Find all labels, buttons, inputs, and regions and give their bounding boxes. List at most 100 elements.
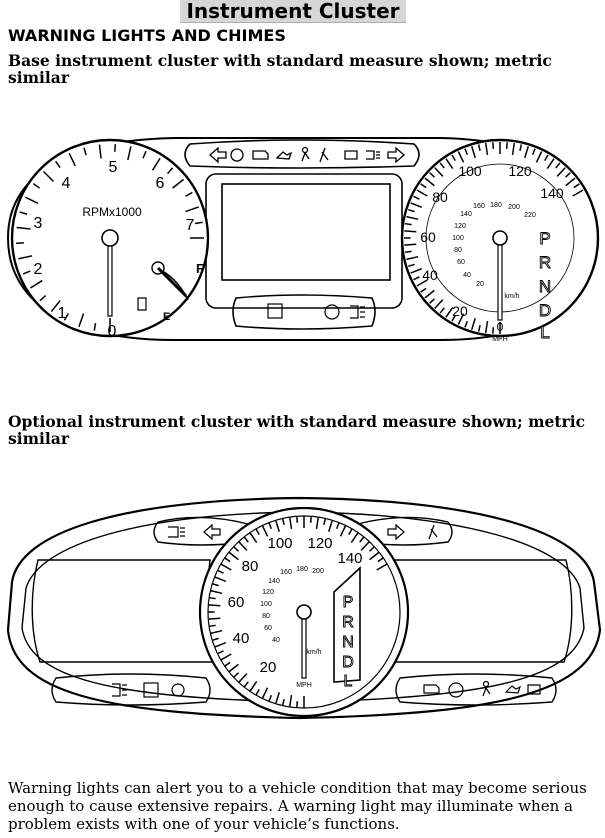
gauge-tick [233,546,239,552]
gauge-tick [212,637,219,642]
gauge-tick [185,191,193,197]
speedometer: 20 40 60 80 100 120 140 20 40 60 80 100 … [400,138,600,343]
gauge-tick [404,243,417,246]
kmh-180: 180 [296,566,308,573]
gauge-tick [208,617,221,620]
bottom-right-pod [395,673,557,706]
gauge-tick [323,518,327,526]
gauge-tick [142,150,147,159]
gauge-tick [93,322,97,331]
gauge-tick [328,520,334,532]
base-instrument-cluster: 0 1 2 3 4 5 6 7 RPMx1000 F E 20 40 60 80… [6,137,600,343]
gauge-tick [535,151,543,163]
gear-n: N [539,277,551,296]
kmh-20: 20 [476,281,484,288]
gauge-tick [220,563,232,571]
optional-instrument-cluster: 20 40 60 80 100 120 140 40 60 80 100 120… [6,496,602,720]
lower-pod-icons [267,303,365,320]
gauge-tick [439,307,445,314]
gauge-tick [420,183,427,189]
kmh-200: 200 [312,568,324,575]
gauge-tick [406,215,419,221]
gauge-tick [416,279,428,287]
gauge-tick [22,270,31,275]
left-turn-arrow-icon [203,523,221,541]
gear-strip [333,566,361,683]
gauge-tick [210,629,223,635]
top-left-pod [153,516,249,546]
gauge-tick [565,172,571,178]
gauge-tick [573,183,580,189]
gauge-tick [98,144,102,159]
gauge-tick [281,698,285,706]
tach-number-5: 5 [109,159,118,176]
right-turn-arrow-icon [387,146,405,164]
mph-60: 60 [420,229,436,245]
gauge-tick [172,178,184,189]
optional-cluster-caption: Optional instrument cluster with standar… [8,412,586,448]
page-title: Instrument Cluster [180,0,406,23]
gear-p: P [343,594,354,611]
fuel-full-label: F [196,261,204,276]
gauge-tick [413,276,420,281]
gauge-tick [416,189,428,197]
mph-100: 100 [458,163,482,179]
speedometer-needle [492,230,508,321]
gauge-tick [63,313,69,321]
gauge-tick [531,148,536,156]
gauge-tick [348,528,353,535]
gauge-tick [484,320,489,334]
gauge-tick [511,142,516,156]
seatbelt-icon [428,524,438,540]
kmh-40: 40 [272,637,280,644]
cluster-housing-outer [6,496,602,720]
kmh-80: 80 [262,613,270,620]
mph-20: 20 [260,659,277,676]
gear-d: D [342,654,354,671]
gauge-tick [377,557,384,563]
base-cluster-caption: Base instrument cluster with standard me… [8,51,552,87]
gauge-tick [19,211,28,215]
gauge-tick [408,263,415,268]
kmh-120: 120 [454,223,466,230]
gauge-tick [224,557,231,563]
gauge-tick [424,289,435,299]
gauge-tick [39,294,47,302]
mph-100: 100 [267,535,292,552]
overdrive-off-icon [143,682,159,698]
fuel-empty-label: E [163,311,170,323]
gauge-tick [24,196,39,204]
tach-number-7: 7 [186,217,195,234]
gauge-tick [288,516,293,530]
gauge-tick [464,320,469,328]
mph-40: 40 [422,267,438,283]
tach-number-3: 3 [34,215,43,232]
kmh-120: 120 [262,589,274,596]
fog-lamp-icon [112,683,127,697]
kmh-160: 160 [280,569,292,576]
gauge-tick [565,177,576,187]
gauge-tick [54,160,61,169]
gauge-tick [210,589,223,595]
gauge-tick [68,152,76,167]
gauge-tick [127,146,132,161]
seatbelt-icon [319,147,329,163]
speed-unit: MPH [492,336,508,343]
gauge-tick [410,202,423,209]
gauge-tick [408,208,415,213]
gauge-tick [464,148,469,156]
gauge-tick [261,687,269,699]
gear-d: D [539,301,551,320]
brake-warning-icon [230,148,244,162]
gauge-tick [445,158,454,170]
cluster-housing-inner [21,511,585,703]
mph-80: 80 [432,189,448,205]
speed-kmh-unit: km/h [504,293,519,300]
speedometer-ticks [404,142,584,334]
gauge-tick [434,167,444,177]
gauge-tick [406,255,419,261]
gauge-tick [185,206,199,213]
gauge-tick [434,299,444,309]
gauge-tick [228,663,239,673]
gauge-tick [445,306,454,318]
